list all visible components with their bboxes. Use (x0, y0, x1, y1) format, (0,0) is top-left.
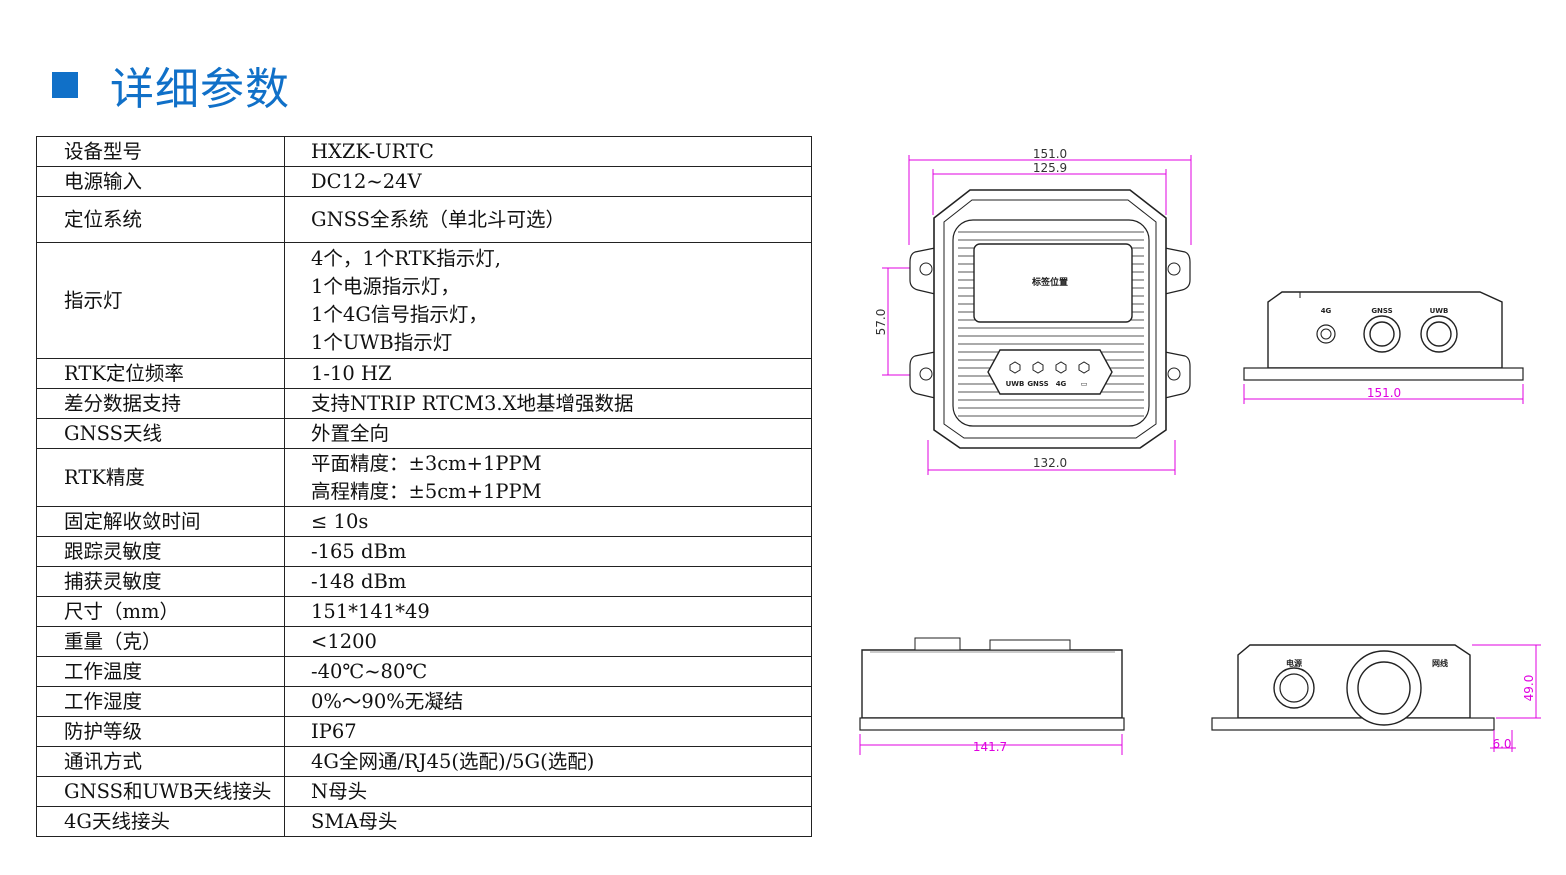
spec-value-line: IP67 (311, 719, 357, 743)
spec-row: 尺寸（mm） 151*141*49 (36, 596, 812, 627)
led-label-uwb: UWB (1006, 380, 1025, 388)
label-position-text: 标签位置 (1031, 276, 1068, 288)
page-header: 详细参数 (52, 58, 290, 115)
spec-value: 支持NTRIP RTCM3.X地基增强数据 (284, 388, 812, 419)
spec-row: 差分数据支持 支持NTRIP RTCM3.X地基增强数据 (36, 388, 812, 419)
spec-key: 4G天线接头 (36, 806, 285, 837)
spec-key: 指示灯 (36, 242, 285, 359)
top-view-drawing: 151.0 125.9 57.0 132.0 (874, 147, 1192, 475)
spec-value: -148 dBm (284, 566, 812, 597)
spec-key: RTK精度 (36, 448, 285, 507)
side-view-power-drawing: 电源 网线 49.0 6.0 (1211, 644, 1541, 752)
spec-key: 重量（克） (36, 626, 285, 657)
spec-value-line: DC12~24V (311, 169, 422, 193)
port-label-network: 网线 (1432, 658, 1448, 668)
spec-value: SMA母头 (284, 806, 812, 837)
spec-value-line: 1个UWB指示灯 (311, 330, 453, 354)
spec-key: 设备型号 (36, 136, 285, 167)
spec-value-line: -148 dBm (311, 569, 407, 593)
spec-value: GNSS全系统（单北斗可选） (284, 196, 812, 243)
spec-key: 工作温度 (36, 656, 285, 687)
spec-value-line: -40℃~80℃ (311, 659, 428, 683)
spec-value-line: HXZK-URTC (311, 139, 434, 163)
spec-row: 指示灯 4个，1个RTK指示灯, 1个电源指示灯， 1个4G信号指示灯， 1个UWB指示… (36, 242, 812, 359)
spec-value: <1200 (284, 626, 812, 657)
spec-value: 4个，1个RTK指示灯, 1个电源指示灯， 1个4G信号指示灯， 1个UWB指示灯 (284, 242, 812, 359)
page-title: 详细参数 (110, 64, 290, 115)
spec-value: ≤ 10s (284, 506, 812, 537)
spec-value-line: 0%～90%无凝结 (311, 689, 464, 713)
spec-value: 平面精度：±3cm+1PPM 高程精度：±5cm+1PPM (284, 448, 812, 507)
led-label-4g: 4G (1056, 380, 1067, 388)
spec-row: 重量（克） <1200 (36, 626, 812, 657)
side-view-connectors-drawing: 4G GNSS UWB 151.0 (1243, 291, 1524, 404)
spec-value-line: 高程精度：±5cm+1PPM (311, 479, 542, 503)
spec-key: 尺寸（mm） (36, 596, 285, 627)
spec-key: 跟踪灵敏度 (36, 536, 285, 567)
spec-table: 设备型号 HXZK-URTC 电源输入 DC12~24V 定位系统 GNSS全系统（单北斗… (36, 136, 812, 837)
spec-key: 防护等级 (36, 716, 285, 747)
spec-value: -165 dBm (284, 536, 812, 567)
spec-value-line: N母头 (311, 779, 368, 803)
spec-value-line: <1200 (311, 629, 377, 653)
spec-value-line: GNSS全系统（单北斗可选） (311, 207, 566, 231)
spec-key: 工作湿度 (36, 686, 285, 717)
spec-row: GNSS天线外置全向 (36, 418, 812, 449)
spec-value-line: 1个4G信号指示灯， (311, 302, 488, 326)
dim-side-power-flange: 6.0 (1492, 737, 1511, 751)
spec-value: DC12~24V (284, 166, 812, 197)
spec-key: 定位系统 (36, 196, 285, 243)
spec-value-line: 平面精度：±3cm+1PPM (311, 451, 542, 475)
spec-value-line: 1-10 HZ (311, 361, 392, 385)
dim-top-overall: 151.0 (1033, 147, 1067, 161)
spec-value-line: 151*141*49 (311, 599, 430, 623)
spec-value-line: 4G全网通/RJ45(选配)/5G(选配) (311, 749, 595, 773)
spec-value-line: 外置全向 (311, 421, 390, 445)
spec-value-line: SMA母头 (311, 809, 398, 833)
port-label-gnss: GNSS (1371, 307, 1392, 315)
dim-side-power-height: 49.0 (1522, 675, 1536, 702)
dim-top-inner: 125.9 (1033, 161, 1067, 175)
spec-row: 4G天线接头 SMA母头 (36, 806, 812, 837)
spec-row: 固定解收敛时间≤ 10s (36, 506, 812, 537)
dim-top-height: 57.0 (874, 309, 888, 336)
port-label-uwb: UWB (1430, 307, 1449, 315)
port-label-4g: 4G (1321, 307, 1332, 315)
spec-value-line: ≤ 10s (311, 509, 369, 533)
spec-value-line: -165 dBm (311, 539, 407, 563)
spec-value-line: 1个电源指示灯， (311, 274, 460, 298)
spec-value: 4G全网通/RJ45(选配)/5G(选配) (284, 746, 812, 777)
title-bullet-square (52, 72, 78, 98)
dim-side-connectors-width: 151.0 (1367, 386, 1401, 400)
spec-row: 跟踪灵敏度 -165 dBm (36, 536, 812, 567)
spec-row: RTK精度 平面精度：±3cm+1PPM 高程精度：±5cm+1PPM (36, 448, 812, 507)
spec-key: 差分数据支持 (36, 388, 285, 419)
led-label-power: ▭ (1081, 380, 1088, 388)
spec-row: 电源输入 DC12~24V (36, 166, 812, 197)
spec-key: GNSS和UWB天线接头 (36, 776, 285, 807)
spec-row: 定位系统 GNSS全系统（单北斗可选） (36, 196, 812, 243)
spec-value-line: 支持NTRIP RTCM3.X地基增强数据 (311, 391, 634, 415)
side-view-plain-drawing: 141.7 (859, 637, 1125, 755)
spec-row: 捕获灵敏度 -148 dBm (36, 566, 812, 597)
spec-key: 电源输入 (36, 166, 285, 197)
spec-value: 1-10 HZ (284, 358, 812, 389)
dim-top-bottom: 132.0 (1033, 456, 1067, 470)
led-label-gnss: GNSS (1027, 380, 1048, 388)
spec-key: 捕获灵敏度 (36, 566, 285, 597)
dim-side-plain-width: 141.7 (973, 740, 1007, 754)
spec-value-line: 4个，1个RTK指示灯, (311, 246, 501, 270)
port-label-power: 电源 (1286, 658, 1302, 668)
